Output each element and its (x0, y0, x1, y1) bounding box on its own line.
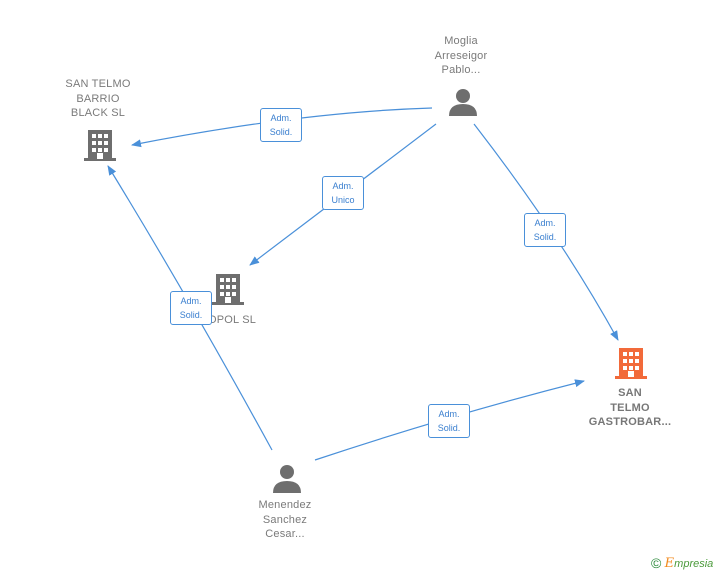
building-icon[interactable] (212, 274, 244, 305)
building-icon-highlighted[interactable] (615, 348, 647, 379)
edge-label-adm-solid: Adm. Solid. (524, 213, 566, 247)
edge-label-adm-solid: Adm. Solid. (260, 108, 302, 142)
person-icon[interactable] (449, 89, 477, 116)
brand-logo: © Empresia (651, 555, 713, 571)
brand-initial: E (664, 556, 675, 571)
copyright-symbol: © (651, 555, 662, 571)
node-label-moglia[interactable]: Moglia Arreseigor Pablo... (434, 35, 488, 76)
edge-label-adm-solid: Adm. Solid. (170, 291, 212, 325)
edge-label-adm-unico: Adm. Unico (322, 176, 364, 210)
node-label-san-telmo-gastrobar[interactable]: SAN TELMO GASTROBAR... (588, 387, 672, 428)
building-icon[interactable] (84, 130, 116, 161)
person-icon[interactable] (273, 465, 301, 493)
node-label-menendez[interactable]: Menendez Sanchez Cesar... (258, 499, 312, 540)
brand-name: mpresia (674, 558, 714, 570)
node-label-opol[interactable]: OPOL SL (208, 314, 257, 326)
node-label-san-telmo-barrio-black[interactable]: SAN TELMO BARRIO BLACK SL (65, 78, 131, 119)
edge-label-adm-solid: Adm. Solid. (428, 404, 470, 438)
